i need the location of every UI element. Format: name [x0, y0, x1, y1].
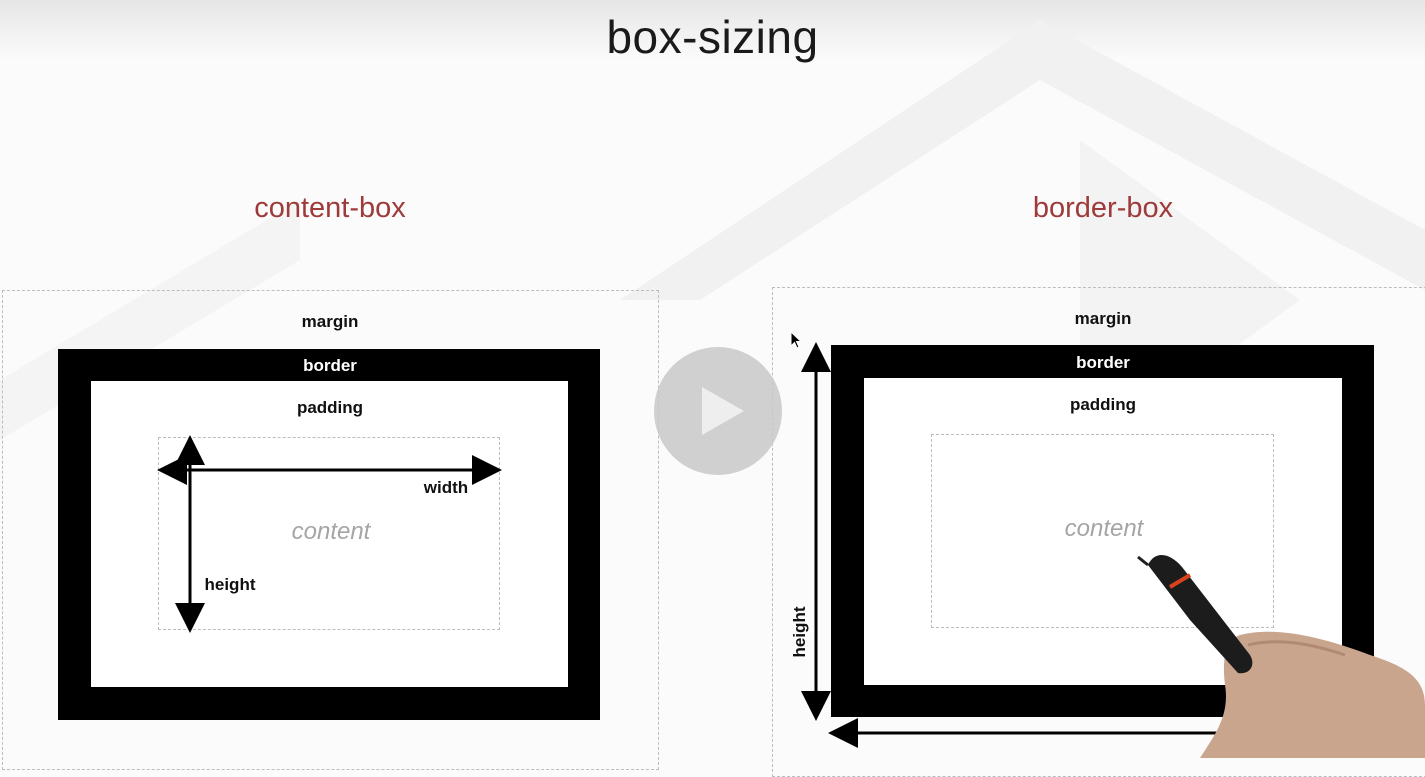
border-label: border — [1076, 353, 1130, 372]
content-label: content — [1064, 515, 1144, 542]
border-box-heading: border-box — [1032, 192, 1174, 224]
content-label: content — [291, 518, 371, 545]
margin-label: margin — [1074, 309, 1132, 328]
content-area — [931, 434, 1274, 628]
height-label: height — [204, 575, 256, 594]
page-title: box-sizing — [606, 11, 819, 63]
content-box-heading: content-box — [254, 192, 406, 224]
margin-label: margin — [301, 312, 359, 331]
padding-area — [91, 381, 568, 687]
border-label: border — [303, 356, 357, 375]
top-shade — [0, 0, 1425, 60]
play-icon — [702, 387, 744, 435]
play-button[interactable] — [654, 347, 782, 475]
mouse-pointer-icon — [790, 331, 803, 349]
padding-label: padding — [296, 398, 364, 417]
padding-label: padding — [1069, 395, 1137, 414]
content-area — [158, 437, 500, 630]
hand-with-pen-image — [1137, 555, 1425, 758]
